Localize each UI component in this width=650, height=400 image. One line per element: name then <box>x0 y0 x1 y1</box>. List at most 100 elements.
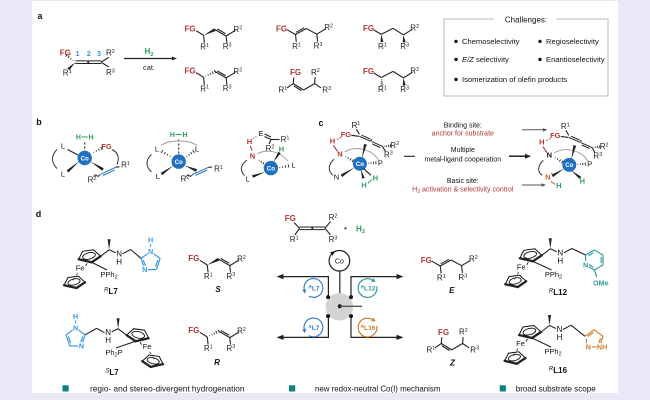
svg-text:N: N <box>547 150 552 159</box>
svg-text:Co: Co <box>175 159 183 166</box>
svg-text:S: S <box>215 285 221 294</box>
svg-text:FG: FG <box>550 131 561 140</box>
svg-text:R3: R3 <box>329 235 338 244</box>
svg-text:R2: R2 <box>233 25 242 34</box>
svg-text:R1: R1 <box>437 274 446 283</box>
svg-text:H2: H2 <box>145 47 154 58</box>
svg-text:N: N <box>557 248 563 257</box>
svg-text:R2: R2 <box>106 49 115 58</box>
svg-text:a: a <box>37 11 43 21</box>
svg-text:NH: NH <box>597 343 607 352</box>
svg-text:N: N <box>105 328 111 337</box>
svg-text:Isomerization of olefin produc: Isomerization of olefin products <box>462 75 567 84</box>
svg-text:d: d <box>36 209 42 219</box>
svg-text:R3: R3 <box>458 273 467 282</box>
svg-text:R1: R1 <box>378 85 387 94</box>
svg-text:FG: FG <box>188 254 199 263</box>
svg-text:H: H <box>105 336 111 345</box>
svg-text:N: N <box>337 149 342 158</box>
svg-text:b: b <box>36 117 42 127</box>
svg-text:N: N <box>586 343 591 352</box>
svg-text:R1: R1 <box>200 42 209 51</box>
svg-text:R2: R2 <box>469 255 478 264</box>
svg-text:R3: R3 <box>223 84 232 93</box>
svg-text:P: P <box>378 158 383 167</box>
svg-text:R1: R1 <box>279 85 288 94</box>
svg-text:2: 2 <box>87 49 91 58</box>
svg-text:L: L <box>156 172 160 181</box>
svg-text:R2: R2 <box>324 23 333 32</box>
svg-text:regio- and stereo-divergent hy: regio- and stereo-divergent hydrogenatio… <box>90 383 245 393</box>
svg-text:N: N <box>79 342 84 351</box>
svg-text:R2: R2 <box>390 141 399 150</box>
svg-text:FG: FG <box>290 68 301 77</box>
svg-text:c: c <box>318 118 323 128</box>
svg-text:L: L <box>155 145 159 154</box>
svg-text:FG: FG <box>185 66 196 75</box>
svg-text:R1: R1 <box>292 42 301 51</box>
svg-text:N: N <box>545 172 550 181</box>
svg-text:R1: R1 <box>352 121 361 130</box>
svg-text:L: L <box>61 141 65 150</box>
svg-text:R1: R1 <box>427 345 436 354</box>
svg-text:H: H <box>182 132 187 139</box>
svg-text:R3: R3 <box>322 85 331 94</box>
svg-text:H: H <box>556 181 561 190</box>
svg-text:RL7: RL7 <box>308 284 319 292</box>
svg-text:Binding site:: Binding site: <box>444 123 482 130</box>
svg-text:Z: Z <box>449 359 456 368</box>
svg-text:RL7: RL7 <box>104 287 118 296</box>
svg-text:L: L <box>61 170 65 179</box>
svg-text:R2: R2 <box>233 67 242 76</box>
svg-text:H: H <box>580 177 585 186</box>
svg-text:N: N <box>116 249 122 258</box>
svg-text:1: 1 <box>75 49 79 58</box>
svg-text:H: H <box>88 135 93 142</box>
svg-text:Challenges:: Challenges: <box>505 16 547 25</box>
svg-text:Co: Co <box>335 258 344 265</box>
svg-text:N: N <box>557 325 563 334</box>
svg-text:R3: R3 <box>384 150 393 159</box>
svg-text:R3: R3 <box>106 68 115 77</box>
svg-text:L: L <box>246 175 250 184</box>
svg-text:N: N <box>583 261 588 270</box>
svg-text:R2: R2 <box>459 328 468 337</box>
svg-text:H: H <box>279 145 284 154</box>
svg-text:E/Z selectivity: E/Z selectivity <box>462 55 509 64</box>
svg-text:Co: Co <box>81 155 89 162</box>
svg-text:R3: R3 <box>470 345 479 354</box>
svg-text:FG: FG <box>185 24 196 33</box>
svg-text:R2: R2 <box>237 327 246 336</box>
svg-text:R1: R1 <box>561 122 570 131</box>
svg-text:SL7: SL7 <box>309 324 320 332</box>
svg-text:3: 3 <box>97 49 101 58</box>
svg-text:R1: R1 <box>281 135 290 144</box>
svg-text:SL7: SL7 <box>105 368 119 377</box>
svg-text:RL12: RL12 <box>549 288 568 297</box>
svg-text:P: P <box>587 159 592 168</box>
svg-text:R3: R3 <box>400 85 409 94</box>
svg-text:broad substrate scope: broad substrate scope <box>516 384 597 393</box>
svg-text:FG: FG <box>285 214 296 223</box>
svg-text:R3: R3 <box>593 151 602 160</box>
svg-text:Co: Co <box>356 161 364 168</box>
svg-text:FG: FG <box>276 25 287 34</box>
svg-text:R: R <box>214 358 220 367</box>
svg-text:R2: R2 <box>410 24 419 33</box>
svg-text:R1: R1 <box>214 165 223 174</box>
svg-text:H: H <box>116 257 122 266</box>
svg-text:N: N <box>73 324 78 333</box>
svg-text:FG: FG <box>101 142 112 151</box>
svg-text:R3: R3 <box>400 42 409 51</box>
svg-text:N: N <box>334 172 339 181</box>
svg-text:R3: R3 <box>226 272 235 281</box>
svg-text:N: N <box>250 152 255 161</box>
svg-text:FG: FG <box>341 130 352 139</box>
svg-text:anchor for substrate: anchor for substrate <box>432 131 494 138</box>
svg-text:R3: R3 <box>226 344 235 353</box>
svg-text:R1: R1 <box>290 235 299 244</box>
svg-text:H: H <box>373 173 378 182</box>
svg-text:R1: R1 <box>63 68 72 77</box>
svg-text:OMe: OMe <box>593 279 609 288</box>
svg-text:R1: R1 <box>121 161 130 170</box>
